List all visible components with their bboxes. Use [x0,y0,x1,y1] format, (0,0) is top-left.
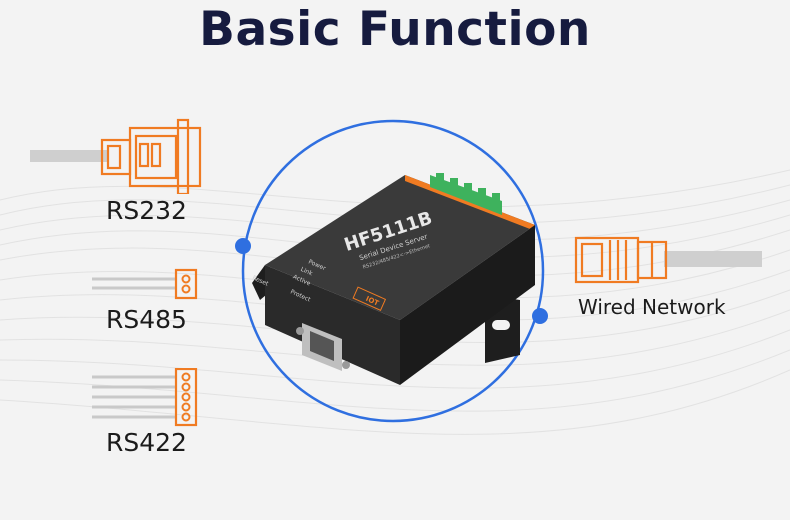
ring-dot-right [532,308,548,324]
5-pin-terminal-connector-icon [92,368,198,427]
rs485-label: RS485 [106,305,187,334]
ring-dot-left [235,238,251,254]
page-title: Basic Function [199,2,591,57]
device-front [265,265,400,385]
device-db9-port [296,323,350,371]
connection-ring [241,119,545,423]
2-pin-terminal-connector-icon [92,268,198,300]
led-label-link: Link [299,266,314,278]
rs422-label: RS422 [106,428,187,457]
device-side [400,225,535,385]
device-top [265,175,535,320]
device-illustration: HF5111B Serial Device Server RS232/485/4… [235,119,548,423]
db9-serial-connector-icon [30,118,202,194]
rj45-ethernet-connector-icon [574,236,762,284]
rs232-label: RS232 [106,196,187,225]
terminal-block [430,173,502,215]
wired-network-label: Wired Network [578,295,726,319]
